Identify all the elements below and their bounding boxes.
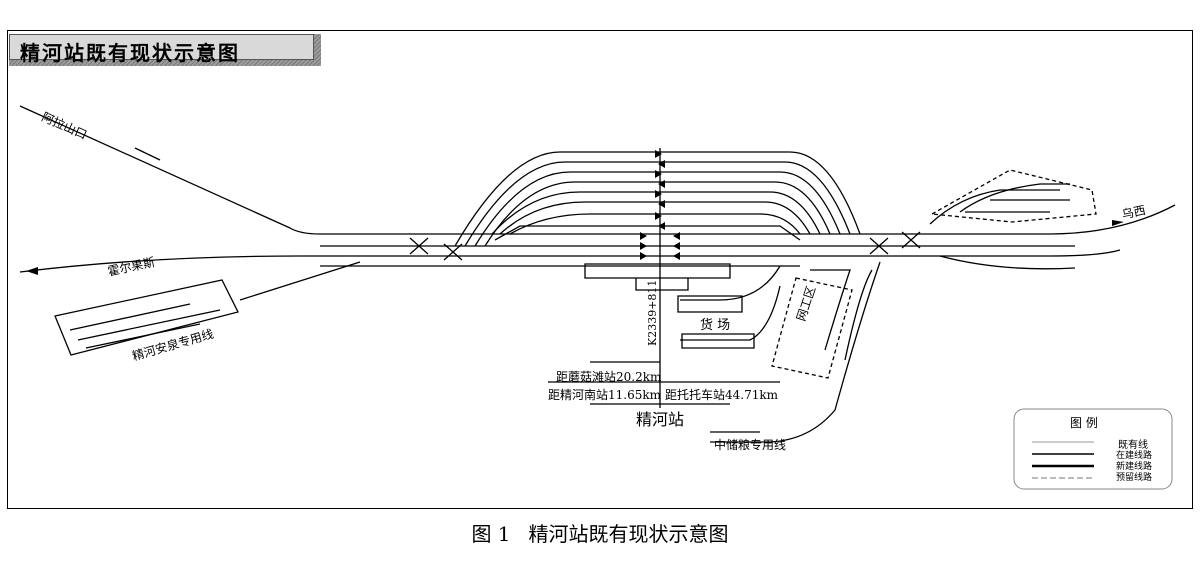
station-name: 精河站 (636, 410, 685, 429)
diagram-frame (7, 30, 1193, 509)
figure-caption-text: 精河站既有现状示意图 (528, 522, 729, 546)
signal-mark (658, 222, 665, 230)
loop-2 (464, 161, 851, 247)
signal-mark (658, 180, 665, 188)
signal-mark (655, 190, 662, 198)
title-banner-face: 精河站既有现状示意图 (9, 34, 314, 65)
loop-7 (509, 213, 801, 235)
freight-track-2 (681, 333, 755, 349)
signal-mark (673, 232, 680, 240)
signal-mark (673, 252, 680, 260)
loop-3 (474, 171, 841, 247)
track-horgos (19, 255, 301, 273)
track-right-spur-1 (929, 189, 1060, 225)
figure-number: 图 1 (471, 522, 511, 546)
direction-arrow-urumqi (1112, 220, 1124, 226)
crossover-l2 (443, 243, 463, 261)
anju-track-3 (85, 323, 201, 349)
legend-title: 图 例 (1070, 416, 1098, 430)
station-building (635, 278, 689, 291)
loop-6 (499, 201, 811, 235)
anju-track-2 (77, 309, 221, 341)
title-banner: 精河站既有现状示意图 (9, 34, 321, 66)
direction-arrow-horgos (26, 267, 38, 275)
anju-boundary (54, 279, 239, 356)
freight-track-1 (677, 295, 743, 313)
freight-link-1 (680, 265, 781, 301)
signal-mark (658, 200, 665, 208)
signal-mark (673, 242, 680, 250)
crossover-r1 (869, 237, 889, 255)
signal-mark (640, 232, 647, 240)
works-link-2 (844, 269, 873, 361)
crossover-r2 (901, 231, 921, 249)
track-alashankou (19, 105, 470, 235)
works-boundary (771, 277, 853, 379)
signal-mark (640, 252, 647, 260)
legend-item-new: 新建线路 (1116, 462, 1153, 472)
anju-track-1 (69, 303, 191, 331)
legend-item-under-construction: 在建线路 (1116, 451, 1153, 461)
loop-1 (454, 151, 861, 247)
track-anju-link (239, 261, 361, 301)
area-label-freight-yard: 货 场 (700, 318, 731, 333)
distance-label-jinghe-south: 距精河南站11.65km (548, 388, 662, 402)
diagram-title: 精河站既有现状示意图 (20, 41, 240, 65)
loop-5 (491, 191, 821, 235)
distance-label-mogu: 距蘑菇滩站20.2km (556, 370, 662, 384)
freight-link-2 (680, 285, 781, 341)
legend-item-reserved: 预留线路 (1116, 473, 1153, 483)
right-yard-boundary (929, 169, 1097, 223)
signal-mark (658, 160, 665, 168)
track-right-down (939, 255, 1076, 270)
track-right-spur-2 (959, 183, 1070, 213)
legend-item-existing: 既有线 (1118, 440, 1148, 451)
works-link-1 (810, 269, 851, 351)
works-track (710, 261, 881, 443)
legend-box (1013, 408, 1173, 490)
track-alashankou-branch (134, 147, 161, 161)
siding-label-zhongchuliang: 中储粮专用线 (714, 438, 787, 452)
crossover-l1 (409, 237, 429, 255)
distance-label-tuotuo: 距托托车站44.71km (665, 388, 779, 402)
signal-mark (655, 170, 662, 178)
mileage-label: K2339+811 (646, 279, 659, 346)
signal-mark (655, 212, 662, 220)
signal-mark (655, 150, 662, 158)
loop-8 (494, 225, 801, 241)
loop-4 (484, 181, 831, 247)
track-upper-through (470, 204, 1176, 235)
signal-mark (640, 242, 647, 250)
platform-left (584, 263, 731, 279)
figure-caption: 图 1 精河站既有现状示意图 (0, 518, 1200, 547)
track-main-2 (300, 249, 1121, 257)
